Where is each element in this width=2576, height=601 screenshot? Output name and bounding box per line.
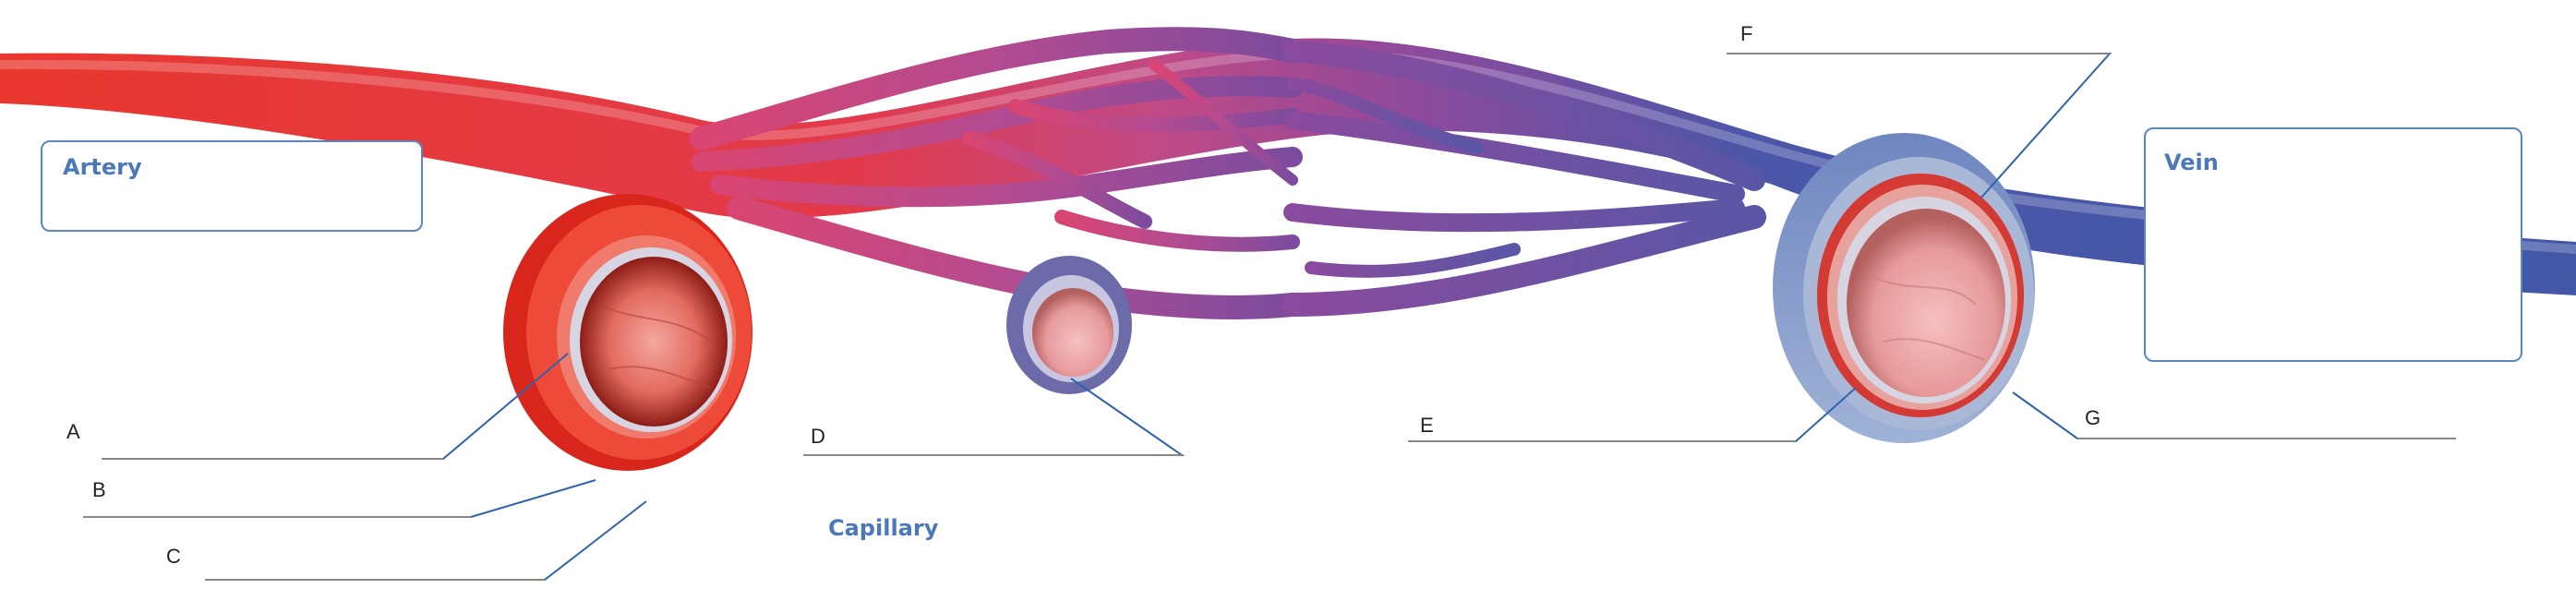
label-a: A xyxy=(66,420,80,443)
artery-title: Artery xyxy=(63,154,142,180)
capillary-branch xyxy=(1149,59,1298,186)
capillary-network xyxy=(690,27,1766,319)
leader-line-a xyxy=(102,353,569,460)
leader-line-g xyxy=(2012,391,2456,439)
capillary-branch xyxy=(1283,198,1745,233)
capillary-branch xyxy=(1282,40,1765,191)
capillary-branch xyxy=(1281,205,1766,317)
artery-cross-section xyxy=(503,194,752,471)
capillary-cross-section xyxy=(1006,256,1132,394)
leader-line-b xyxy=(83,479,596,518)
capillary-branch xyxy=(1054,210,1300,252)
capillary-branch xyxy=(1283,111,1745,203)
leader-line-greys xyxy=(83,53,2456,581)
leader-line-c xyxy=(205,500,647,581)
label-g: G xyxy=(2085,406,2101,429)
capillary-branch xyxy=(710,147,1303,208)
capillary-branch xyxy=(1305,243,1521,278)
capillary-branch xyxy=(1286,77,1484,154)
label-b: B xyxy=(92,478,106,501)
vein-cross-section xyxy=(1773,133,2035,443)
label-c: C xyxy=(166,545,181,568)
capillary-title: Capillary xyxy=(828,515,939,541)
leader-line-d xyxy=(803,378,1186,456)
capillary-branch xyxy=(962,131,1152,229)
artery-panel xyxy=(41,140,423,232)
capillary-branch xyxy=(1008,99,1300,133)
vein-panel xyxy=(2144,127,2522,362)
leader-line-e xyxy=(1408,387,1857,442)
capillary-branch xyxy=(690,27,1305,150)
vein-title: Vein xyxy=(2164,150,2219,175)
label-d: D xyxy=(811,425,825,448)
label-f: F xyxy=(1740,22,1753,45)
label-e: E xyxy=(1420,414,1434,437)
